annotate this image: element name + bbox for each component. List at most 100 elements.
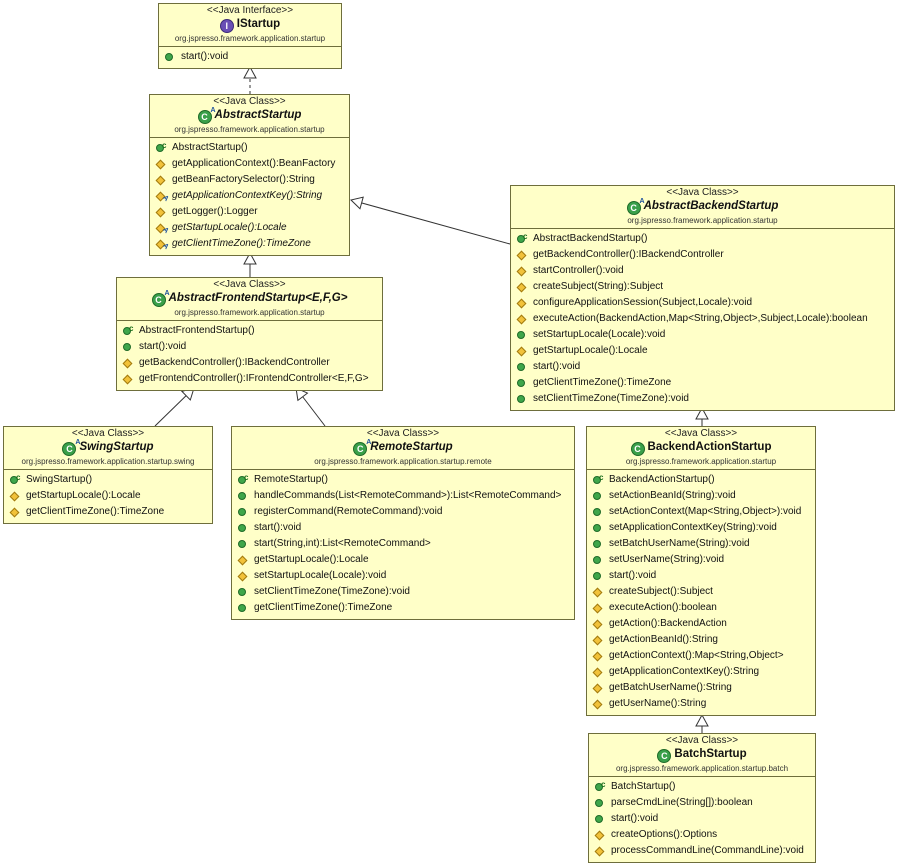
member: getClientTimeZone():TimeZone <box>232 600 574 616</box>
protected-method-icon <box>516 266 527 277</box>
protected-method-icon <box>592 603 603 614</box>
member: getBackendController():IBackendControlle… <box>511 247 894 263</box>
package-name: org.jspresso.framework.application.start… <box>615 764 789 773</box>
public-method-icon <box>238 540 246 548</box>
protected-method-icon <box>592 667 603 678</box>
package-name: org.jspresso.framework.application.start… <box>174 308 325 317</box>
member: getActionBeanId():String <box>587 632 815 648</box>
stereotype: <<Java Class>> <box>665 735 739 746</box>
class-icon: C <box>630 442 645 456</box>
member: getClientTimeZone():TimeZone <box>511 375 894 391</box>
protected-method-icon <box>594 830 605 841</box>
public-method-icon <box>165 53 173 61</box>
member: createOptions():Options <box>589 827 815 843</box>
stereotype: <<Java Class>> <box>366 428 440 439</box>
class-name: IStartup <box>236 18 281 30</box>
member: getBatchUserName():String <box>587 680 815 696</box>
protected-method-icon <box>516 346 527 357</box>
constructor-icon <box>10 470 20 486</box>
public-method-icon <box>517 379 525 387</box>
member: start():void <box>587 568 815 584</box>
member: setApplicationContextKey(String):void <box>587 520 815 536</box>
protected-method-icon <box>9 491 20 502</box>
class-name: AbstractFrontendStartup<E,F,G> <box>168 292 348 304</box>
member: getStartupLocale():Locale <box>232 552 574 568</box>
protected-method-icon <box>122 374 133 385</box>
protected-method-icon <box>516 314 527 325</box>
member: setStartupLocale(Locale):void <box>232 568 574 584</box>
member: getApplicationContextKey():String <box>587 664 815 680</box>
member: processCommandLine(CommandLine):void <box>589 843 815 859</box>
constructor-icon <box>595 777 605 793</box>
member: getStartupLocale():Locale <box>150 220 349 236</box>
package-name: org.jspresso.framework.application.start… <box>174 125 325 134</box>
member: getStartupLocale():Locale <box>511 343 894 359</box>
member: getBackendController():IBackendControlle… <box>117 355 382 371</box>
member: setClientTimeZone(TimeZone):void <box>232 584 574 600</box>
member: RemoteStartup() <box>232 470 574 488</box>
protected-method-icon <box>516 298 527 309</box>
member: getStartupLocale():Locale <box>4 488 212 504</box>
public-method-icon <box>238 508 246 516</box>
interface-icon: I <box>219 19 234 33</box>
constructor-icon <box>238 470 248 486</box>
package-name: org.jspresso.framework.application.start… <box>314 457 492 466</box>
member: registerCommand(RemoteCommand):void <box>232 504 574 520</box>
member: BackendActionStartup() <box>587 470 815 488</box>
member: getUserName():String <box>587 696 815 712</box>
member: setBatchUserName(String):void <box>587 536 815 552</box>
member: executeAction(BackendAction,Map<String,O… <box>511 311 894 327</box>
class-name: SwingStartup <box>79 441 154 453</box>
protected-method-icon <box>592 699 603 710</box>
stereotype: <<Java Class>> <box>213 96 286 107</box>
member: createSubject(String):Subject <box>511 279 894 295</box>
stereotype: <<Java Class>> <box>71 428 145 439</box>
protected-method-icon <box>122 358 133 369</box>
member: start():void <box>159 49 341 65</box>
public-method-icon <box>517 363 525 371</box>
abstract-method-icon <box>155 191 166 202</box>
protected-method-icon <box>592 619 603 630</box>
member: start():void <box>117 339 382 355</box>
class-name: RemoteStartup <box>370 441 453 453</box>
member: getActionContext():Map<String,Object> <box>587 648 815 664</box>
stereotype: <<Java Class>> <box>666 187 739 198</box>
member: start():void <box>511 359 894 375</box>
public-method-icon <box>595 815 603 823</box>
public-method-icon <box>593 524 601 532</box>
public-method-icon <box>593 572 601 580</box>
public-method-icon <box>593 540 601 548</box>
class-name: AbstractBackendStartup <box>643 200 779 212</box>
stereotype: <<Java Class>> <box>213 279 286 290</box>
member: start(String,int):List<RemoteCommand> <box>232 536 574 552</box>
public-method-icon <box>238 604 246 612</box>
public-method-icon <box>517 331 525 339</box>
stereotype: <<Java Class>> <box>664 428 738 439</box>
member: executeAction():boolean <box>587 600 815 616</box>
protected-method-icon <box>592 635 603 646</box>
protected-method-icon <box>516 282 527 293</box>
abstract-method-icon <box>155 223 166 234</box>
member: setActionContext(Map<String,Object>):voi… <box>587 504 815 520</box>
package-name: org.jspresso.framework.application.start… <box>21 457 195 466</box>
generalization-swing-frontend <box>154 387 195 427</box>
protected-method-icon <box>237 571 248 582</box>
member: start():void <box>589 811 815 827</box>
public-method-icon <box>238 588 246 596</box>
member: getApplicationContext():BeanFactory <box>150 156 349 172</box>
member: handleCommands(List<RemoteCommand>):List… <box>232 488 574 504</box>
member: getAction():BackendAction <box>587 616 815 632</box>
constructor-icon <box>123 321 133 337</box>
member: start():void <box>232 520 574 536</box>
